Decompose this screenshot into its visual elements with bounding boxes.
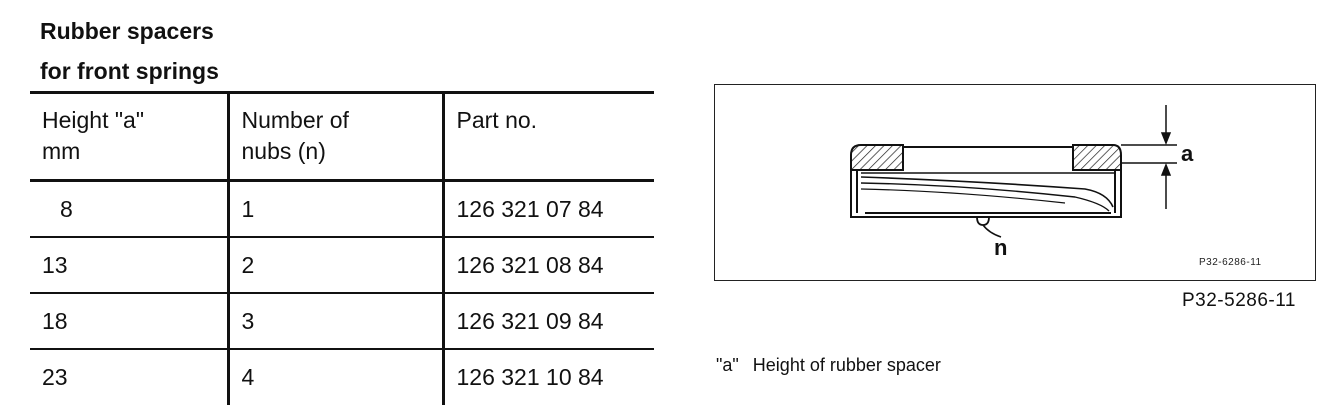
header-height: Height "a" mm: [30, 91, 228, 182]
spacer-parts-table: Height "a" mm Number of nubs (n) Part no…: [30, 91, 654, 405]
header-height-line-1: Height "a": [42, 107, 144, 133]
figure-ref-inner: P32-6286-11: [1199, 257, 1262, 268]
legend-key: "a": [716, 355, 739, 375]
table-row: 23 4 126 321 10 84: [30, 348, 654, 405]
spacer-cross-section: [850, 144, 1122, 226]
label-a: a: [1181, 141, 1194, 166]
header-nubs: Number of nubs (n): [226, 91, 443, 182]
header-part-no: Part no.: [441, 91, 654, 182]
cell-nubs: 2: [226, 236, 443, 294]
table-row: 13 2 126 321 08 84: [30, 236, 654, 294]
cell-height: 18: [30, 292, 228, 350]
cell-nubs: 3: [226, 292, 443, 350]
figure-ref-outer: P32-5286-11: [1182, 290, 1296, 311]
table-header-row: Height "a" mm Number of nubs (n) Part no…: [30, 91, 654, 182]
dimension-a: [1121, 105, 1177, 209]
legend: "a" Height of rubber spacer: [716, 355, 941, 376]
cell-nubs: 4: [226, 348, 443, 405]
header-nubs-line-2: nubs (n): [241, 138, 326, 164]
cell-part-no: 126 321 08 84: [441, 236, 654, 294]
label-n: n: [994, 235, 1007, 260]
table-row: 8 1 126 321 07 84: [30, 180, 654, 238]
heading-line-2: for front springs: [40, 58, 219, 84]
cell-height: 13: [30, 236, 228, 294]
header-height-line-2: mm: [42, 138, 81, 164]
spacer-diagram-frame: a n P32-6286-11: [714, 84, 1316, 281]
cell-part-no: 126 321 09 84: [441, 292, 654, 350]
legend-text: Height of rubber spacer: [752, 355, 941, 375]
nub-leader-line: [982, 224, 1002, 238]
cell-part-no: 126 321 10 84: [441, 348, 654, 405]
cell-nubs: 1: [226, 180, 443, 238]
cell-height: 8: [30, 180, 228, 238]
heading-line-1: Rubber spacers: [40, 18, 214, 44]
table-row: 18 3 126 321 09 84: [30, 292, 654, 350]
cell-height: 23: [42, 363, 68, 390]
rubber-spacer-diagram: a n: [850, 105, 1194, 260]
cell-part-no: 126 321 07 84: [441, 180, 654, 238]
header-nubs-line-1: Number of: [241, 107, 349, 133]
header-part-no-line-1: Part no.: [456, 107, 538, 133]
